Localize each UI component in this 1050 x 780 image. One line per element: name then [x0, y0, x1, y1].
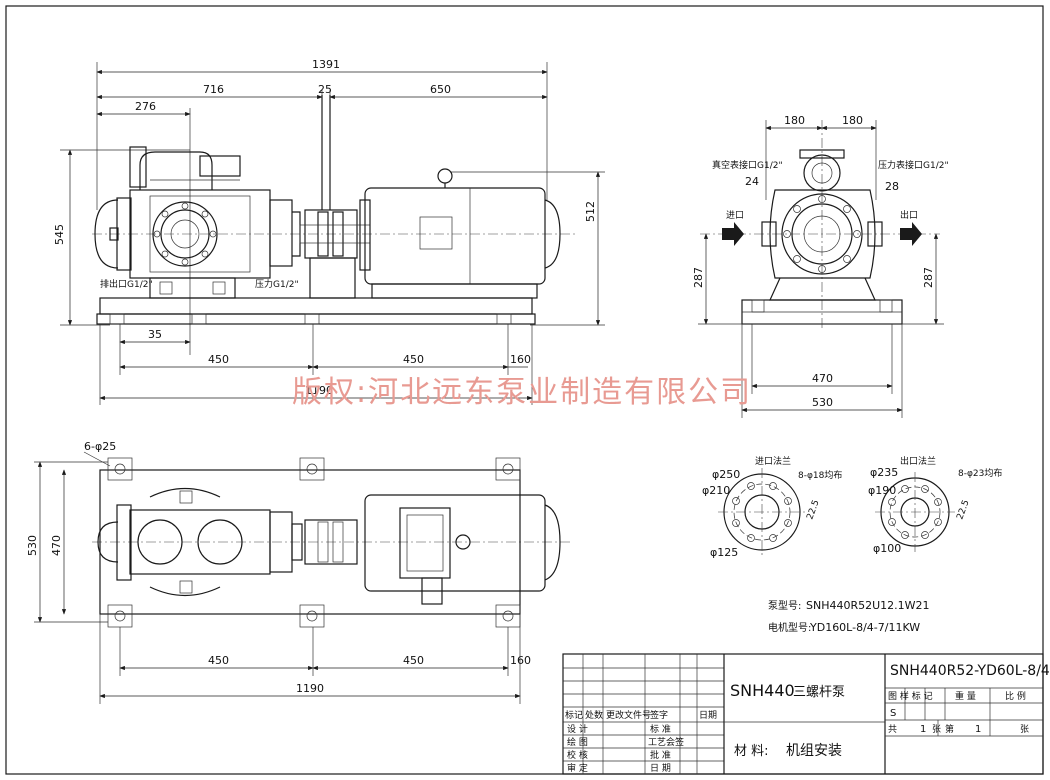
top-dim-470: 470	[50, 535, 63, 556]
sheet-border	[5, 5, 1044, 775]
dim-716: 716	[203, 83, 224, 96]
role-standard: 标 准	[650, 723, 671, 735]
rev-sign: 签字	[650, 709, 668, 721]
tb-header-weight: 重 量	[955, 690, 976, 702]
outlet-flange: 出口法兰 φ235 φ190 φ100 8-φ23均布 22.5	[868, 455, 1002, 555]
inlet-flange-title: 进口法兰	[755, 455, 791, 467]
pump-model-label: 泵型号:	[768, 599, 801, 612]
dim-24: 24	[745, 175, 759, 188]
top-dim-450-b: 450	[403, 654, 424, 667]
dim-287-left: 287	[692, 267, 705, 288]
inlet-flange: 进口法兰 φ250 φ210 φ125 8-φ18均布 22.5	[702, 455, 842, 559]
inlet-flange-angle: 22.5	[805, 499, 821, 521]
right-gauge-label: 压力表接口G1/2"	[878, 159, 949, 171]
tb-mark: S	[890, 708, 896, 719]
inlet-flange-pcd: φ210	[702, 484, 730, 497]
dim-287-right: 287	[922, 267, 935, 288]
outlet-flange-holes: 8-φ23均布	[958, 467, 1002, 479]
inlet-label: 进口	[726, 210, 744, 221]
pump-model: SNH440R52U12.1W21	[806, 599, 930, 612]
role-approve: 审 定	[567, 762, 588, 774]
role-design: 设 计	[567, 723, 588, 735]
right-port-label: 压力G1/2"	[255, 278, 299, 290]
dim-450-a: 450	[208, 353, 229, 366]
side-view: 180 180 24 28 真空表接口G1/2" 压力表接口G1/2" 进口 出…	[692, 114, 949, 418]
tb-header-sample: 图 样 标 记	[888, 690, 933, 702]
dim-450-b: 450	[403, 353, 424, 366]
dim-160: 160	[510, 353, 531, 366]
inlet-flange-holes: 8-φ18均布	[798, 469, 842, 481]
rev-date: 日期	[699, 710, 717, 721]
tb-total-value: 1	[920, 724, 926, 735]
top-dim-160: 160	[510, 654, 531, 667]
tb-total-unit: 张	[932, 724, 941, 735]
tb-page-unit: 张	[1020, 724, 1029, 735]
top-view: 6-φ25 530 470 450 450	[26, 440, 570, 704]
dim-512: 512	[584, 201, 597, 222]
dim-530: 530	[812, 396, 833, 409]
dim-650: 650	[430, 83, 451, 96]
outlet-flange-title: 出口法兰	[900, 455, 936, 467]
dim-35: 35	[148, 328, 162, 341]
drawing-number: SNH440R52-YD60L-8/4	[890, 663, 1050, 679]
holes-label: 6-φ25	[84, 440, 116, 453]
dim-180-a: 180	[784, 114, 805, 127]
dim-470: 470	[812, 372, 833, 385]
dim-180-b: 180	[842, 114, 863, 127]
rev-count: 处数	[585, 709, 603, 721]
role-drawn: 绘 图	[567, 736, 588, 748]
tb-header-scale: 比 例	[1005, 690, 1026, 702]
top-dim-450-a: 450	[208, 654, 229, 667]
top-dim-530: 530	[26, 535, 39, 556]
material-label: 材 料:	[734, 744, 769, 759]
role-date: 日 期	[650, 763, 671, 774]
material-value: 机组安装	[786, 743, 842, 759]
inlet-flange-outer: φ250	[712, 468, 740, 481]
dim-276: 276	[135, 100, 156, 113]
rev-mark: 标记	[565, 709, 583, 721]
motor-model-label: 电机型号:	[768, 621, 811, 634]
spec-notes: 泵型号: SNH440R52U12.1W21 电机型号: YD160L-8/4-…	[768, 599, 930, 634]
dim-height-545: 545	[53, 224, 66, 245]
tb-page-value: 1	[975, 724, 981, 735]
motor-model: YD160L-8/4-7/11KW	[809, 621, 920, 634]
outlet-flange-pcd: φ190	[868, 484, 896, 497]
role-ratify: 批 准	[650, 749, 671, 761]
watermark: 版权:河北远东泵业制造有限公司	[292, 375, 752, 410]
title-block: 标记 处数 更改文件号 签字 日期 设 计 绘 图 校 核 审 定 标 准 工艺…	[562, 653, 1050, 775]
inlet-flange-bore: φ125	[710, 546, 738, 559]
outlet-flange-outer: φ235	[870, 466, 898, 479]
dim-25: 25	[318, 83, 332, 96]
left-gauge-label: 真空表接口G1/2"	[712, 159, 783, 171]
dim-overall: 1391	[312, 58, 340, 71]
top-dim-1190: 1190	[296, 682, 324, 695]
role-process: 工艺会签	[648, 736, 684, 748]
tb-page-label: 第	[945, 723, 954, 735]
rev-doc: 更改文件号	[606, 709, 651, 721]
outlet-flange-angle: 22.5	[955, 499, 971, 521]
outlet-flange-bore: φ100	[873, 542, 901, 555]
outlet-label: 出口	[900, 209, 918, 221]
product-code: SNH440	[730, 681, 795, 700]
product-name: 三螺杆泵	[793, 685, 845, 700]
dim-1190: 1190	[305, 384, 333, 397]
left-port-label: 排出口G1/2"	[100, 278, 153, 290]
tb-total-label: 共	[888, 724, 897, 735]
front-view: 1391 716 25 650 276 545 512	[53, 58, 605, 405]
dim-28: 28	[885, 180, 899, 193]
role-check: 校 核	[567, 749, 588, 761]
